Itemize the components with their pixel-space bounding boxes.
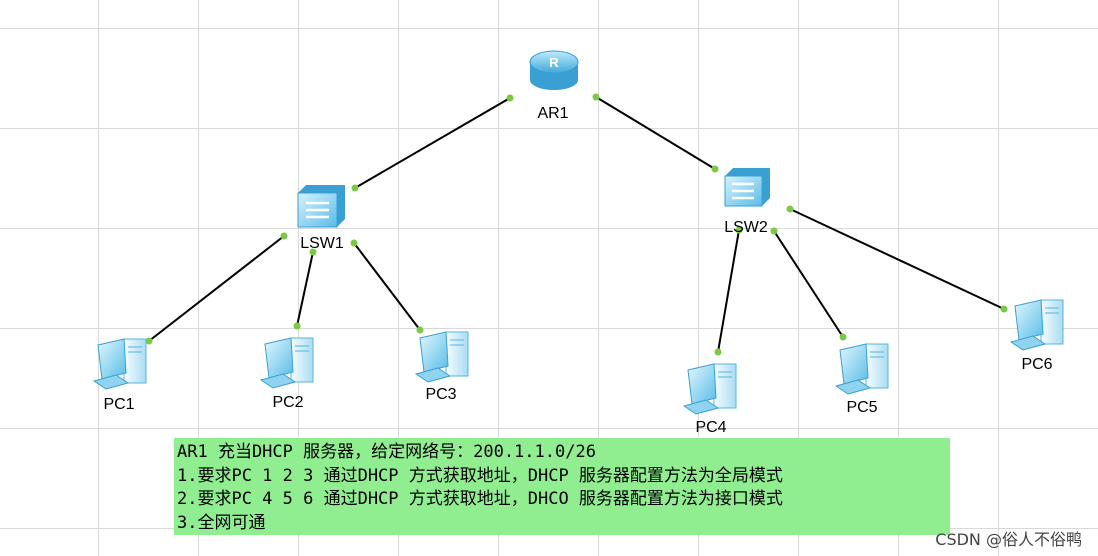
router-ar1[interactable]: R AR1 <box>529 50 579 122</box>
svg-text:R: R <box>549 55 559 70</box>
link-ar1-lsw2[interactable] <box>595 96 716 170</box>
port-dot <box>309 248 317 256</box>
link-ar1-lsw1[interactable] <box>354 97 511 189</box>
port-dot <box>351 184 359 192</box>
pc-pc4[interactable]: PC4 <box>682 363 737 436</box>
port-dot <box>711 165 719 173</box>
port-dot <box>280 232 288 240</box>
pc-pc2[interactable]: PC2 <box>259 337 314 411</box>
port-dot <box>592 93 600 101</box>
link-lsw2-pc4[interactable] <box>717 229 740 353</box>
pc-pc1[interactable]: PC1 <box>92 338 147 413</box>
device-label: PC3 <box>425 386 456 403</box>
links <box>148 96 1005 353</box>
port-dot <box>1000 305 1008 313</box>
device-label: PC2 <box>272 394 303 411</box>
port-dot <box>145 337 153 345</box>
switch-lsw2[interactable]: LSW2 <box>724 168 770 236</box>
device-label: AR1 <box>537 105 568 122</box>
pc-pc6[interactable]: PC6 <box>1009 299 1064 373</box>
port-dot <box>293 322 301 330</box>
pc-icon <box>682 363 737 415</box>
link-lsw2-pc5[interactable] <box>773 230 844 338</box>
pc-pc5[interactable]: PC5 <box>834 343 889 416</box>
router-icon: R <box>529 50 579 90</box>
port-dots <box>145 93 1008 356</box>
device-label: PC6 <box>1021 356 1052 373</box>
watermark: CSDN @俗人不俗鸭 <box>935 530 1082 549</box>
pc-icon <box>834 343 889 395</box>
link-lsw1-pc2[interactable] <box>296 251 314 327</box>
port-dot <box>350 239 358 247</box>
pc-pc3[interactable]: PC3 <box>414 331 469 403</box>
port-dot <box>786 205 794 213</box>
link-lsw1-pc3[interactable] <box>353 242 421 331</box>
device-label: LSW2 <box>724 219 768 236</box>
port-dot <box>735 226 743 234</box>
device-label: PC5 <box>846 399 877 416</box>
pc-icon <box>414 331 469 383</box>
link-lsw1-pc1[interactable] <box>148 235 285 342</box>
note-line-3: 2.要求PC 4 5 6 通过DHCP 方式获取地址，DHCO 服务器配置方法为… <box>177 489 783 509</box>
switch-icon <box>297 185 345 228</box>
port-dot <box>416 326 424 334</box>
requirements-note[interactable]: AR1 充当DHCP 服务器，给定网络号：200.1.1.0/26 1.要求PC… <box>174 438 950 535</box>
note-line-4: 3.全网可通 <box>177 512 266 533</box>
port-dot <box>770 227 778 235</box>
link-lsw2-pc6[interactable] <box>789 208 1005 310</box>
port-dot <box>714 348 722 356</box>
pc-icon <box>1009 299 1064 351</box>
device-label: LSW1 <box>300 235 344 252</box>
note-line-2: 1.要求PC 1 2 3 通过DHCP 方式获取地址，DHCP 服务器配置方法为… <box>177 465 783 486</box>
device-label: PC4 <box>695 419 726 436</box>
port-dot <box>839 333 847 341</box>
pc-icon <box>259 337 314 389</box>
port-dot <box>506 94 514 102</box>
device-label: PC1 <box>103 396 134 413</box>
switch-lsw1[interactable]: LSW1 <box>297 185 345 252</box>
pc-icon <box>92 338 147 390</box>
note-line-1: AR1 充当DHCP 服务器，给定网络号：200.1.1.0/26 <box>177 442 596 462</box>
switch-icon <box>724 168 770 207</box>
